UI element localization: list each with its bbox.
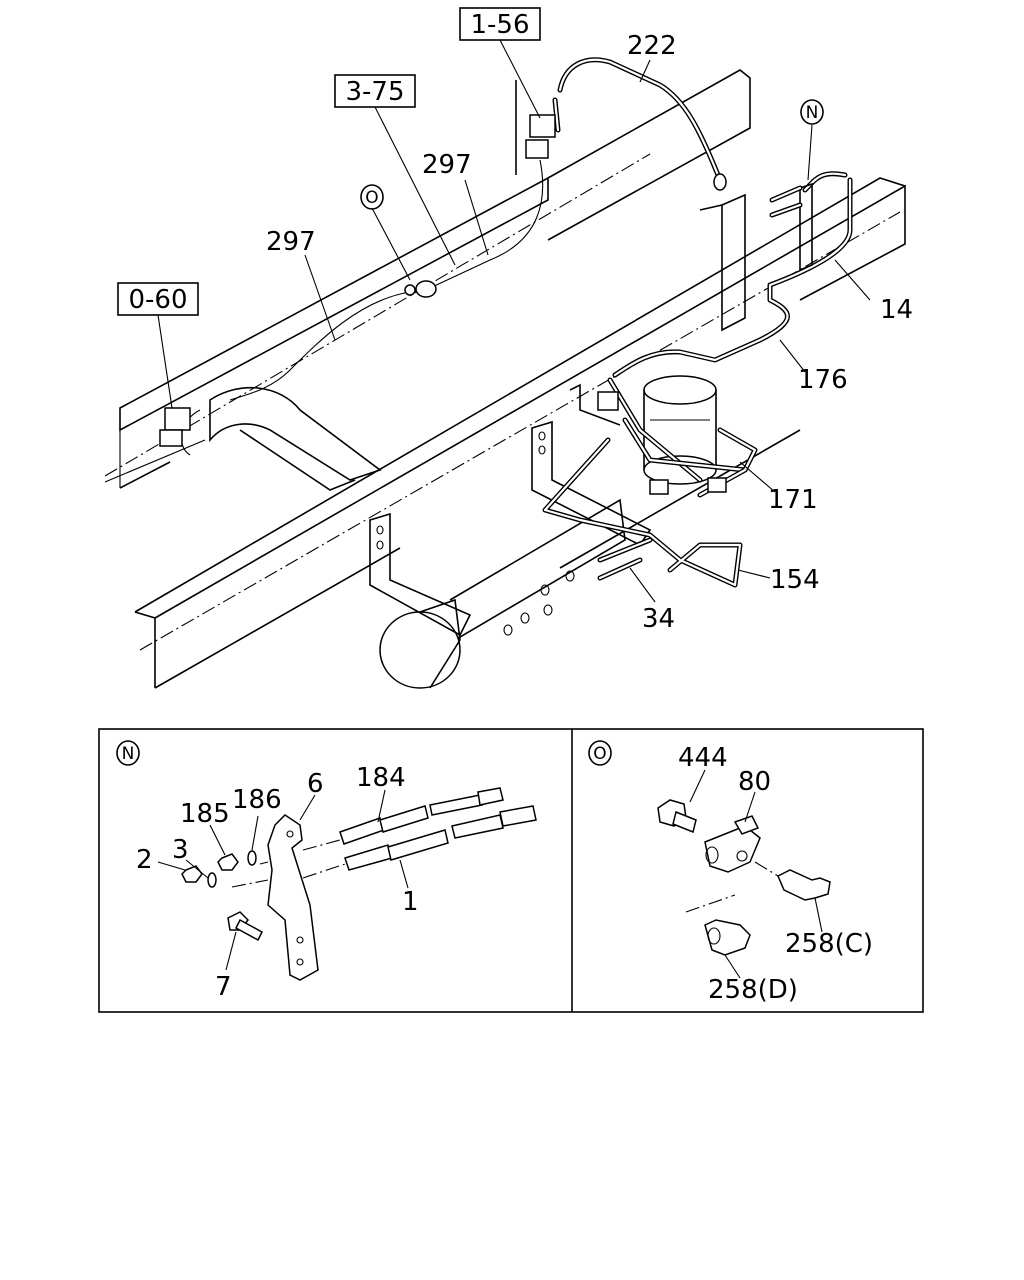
frame-rails (104, 69, 906, 689)
washer-186 (247, 850, 257, 866)
leader-lines (157, 39, 871, 603)
detail-n-mark-label: N (122, 744, 135, 764)
washer-3 (207, 872, 217, 888)
ref-box-3-75: 3-75 (334, 74, 416, 108)
ref-box-1-56: 1-56 (459, 7, 541, 41)
nut-185 (217, 853, 239, 871)
circle-mark-n-label: N (806, 103, 819, 123)
detail-frame (98, 728, 924, 1013)
callout-222: 222 (627, 31, 677, 61)
label-186: 186 (232, 785, 282, 815)
callout-171: 171 (768, 485, 818, 515)
detail-o-mark-label: O (593, 744, 606, 764)
ref-label-0-60: 0-60 (128, 285, 187, 315)
callout-176: 176 (798, 365, 848, 395)
label-7: 7 (215, 972, 232, 1002)
circle-mark-o: O (360, 184, 384, 210)
label-184: 184 (356, 763, 406, 793)
label-444: 444 (678, 743, 728, 773)
brake-pipes (104, 57, 853, 588)
elbow-258c (777, 869, 831, 901)
bracket-plate (267, 814, 319, 981)
valves (159, 114, 813, 495)
ref-label-1-56: 1-56 (470, 10, 529, 40)
callouts: 222 297 297 14 176 171 154 34 (266, 31, 913, 634)
label-6: 6 (307, 769, 324, 799)
circle-mark-o-label: O (365, 188, 378, 208)
detail-n: N 184 (116, 740, 537, 1002)
callout-297-lower: 297 (266, 227, 316, 257)
label-3: 3 (172, 835, 189, 865)
ref-box-0-60: 0-60 (117, 282, 199, 316)
label-2: 2 (136, 845, 153, 875)
callout-297-upper: 297 (422, 150, 472, 180)
circle-mark-n: N (800, 99, 824, 125)
label-258d: 258(D) (708, 975, 798, 1005)
label-80: 80 (738, 767, 771, 797)
label-258c: 258(C) (785, 929, 873, 959)
rear-axle (369, 383, 652, 689)
detail-o-mark: O (588, 740, 612, 766)
label-185: 185 (180, 799, 230, 829)
detail-o: O 444 80 258(C) 258(D) (588, 740, 873, 1005)
callout-34: 34 (642, 604, 675, 634)
nut-2 (181, 865, 203, 883)
callout-14: 14 (880, 295, 913, 325)
detail-n-mark: N (116, 740, 140, 766)
label-1: 1 (402, 887, 419, 917)
ref-label-3-75: 3-75 (345, 77, 404, 107)
callout-154: 154 (770, 565, 820, 595)
